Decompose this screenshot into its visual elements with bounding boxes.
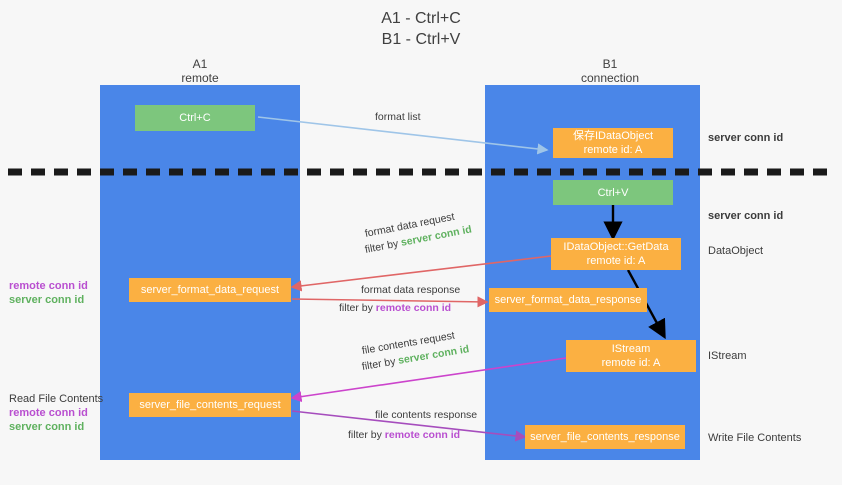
right-note-server-conn-id-1: server conn id: [708, 132, 784, 144]
node-server-file-contents-response-label: server_file_contents_response: [530, 431, 680, 443]
column-a1-name: A1: [192, 57, 208, 71]
node-getdata-line2: remote id: A: [586, 255, 646, 267]
left-note-server-conn-id-2: server conn id: [9, 421, 85, 433]
column-header-b1: B1 connection: [520, 57, 700, 85]
node-ctrl-v-label: Ctrl+V: [597, 186, 629, 199]
left-note-remote-conn-id-2: remote conn id: [9, 407, 88, 419]
column-b1-sub: connection: [580, 71, 640, 85]
node-server-format-data-request-label: server_format_data_request: [140, 284, 280, 296]
node-server-file-contents-response[interactable]: server_file_contents_response: [525, 425, 685, 449]
node-server-file-contents-request-label: server_file_contents_request: [139, 399, 281, 411]
edge-label-format-data-response-filter: filter by remote conn id: [339, 301, 460, 315]
filter-prefix: filter by: [339, 302, 376, 314]
node-ctrl-v[interactable]: Ctrl+V: [553, 180, 673, 205]
diagram-title: A1 - Ctrl+C B1 - Ctrl+V: [0, 8, 842, 50]
node-ctrl-c[interactable]: Ctrl+C: [135, 105, 255, 131]
column-header-a1: A1 remote: [120, 57, 280, 85]
right-note-dataobject: DataObject: [708, 245, 764, 257]
left-note-read-file-contents: Read File Contents: [9, 393, 104, 405]
right-note-istream: IStream: [708, 350, 747, 362]
edge-label-file-contents-request: file contents request filter by server c…: [361, 330, 471, 374]
edge-label-format-list: format list: [375, 110, 421, 124]
filter-value-remote-conn-id: remote conn id: [375, 302, 452, 314]
column-b1-name: B1: [602, 57, 618, 71]
node-getdata-line1: IDataObject::GetData: [563, 241, 669, 253]
right-note-write-file-contents: Write File Contents: [708, 432, 802, 444]
node-ctrl-c-label: Ctrl+C: [179, 112, 211, 124]
right-note-server-conn-id-2: server conn id: [708, 210, 784, 222]
node-server-file-contents-request[interactable]: server_file_contents_request: [129, 393, 291, 417]
filter-value-remote-conn-id: remote conn id: [384, 429, 461, 441]
node-server-format-data-request[interactable]: server_format_data_request: [129, 278, 291, 302]
left-note-server-conn-id-1: server conn id: [9, 294, 85, 306]
edge-label-file-contents-response-text: file contents response: [375, 409, 478, 421]
title-line-2: B1 - Ctrl+V: [381, 31, 461, 48]
node-server-format-data-response-label: server_format_data_response: [494, 294, 642, 306]
edge-label-format-data-request: format data request filter by server con…: [364, 211, 474, 257]
filter-prefix: filter by: [348, 429, 385, 441]
edge-label-format-data-response-text: format data response: [361, 284, 461, 296]
left-note-remote-conn-id-1: remote conn id: [9, 280, 88, 292]
node-save-idataobject-line1: 保存IDataObject: [572, 130, 654, 142]
node-idataobject-getdata[interactable]: IDataObject::GetData remote id: A: [551, 238, 681, 270]
node-istream-line1: IStream: [611, 343, 651, 355]
edge-label-file-contents-response-filter: filter by remote conn id: [348, 428, 477, 442]
node-server-format-data-response[interactable]: server_format_data_response: [489, 288, 647, 312]
node-save-idataobject-line2: remote id: A: [583, 144, 643, 156]
node-istream[interactable]: IStream remote id: A: [566, 340, 696, 372]
left-note-group-1: remote conn id server conn id: [9, 279, 88, 307]
left-note-group-2: Read File Contents remote conn id server…: [9, 392, 103, 434]
column-a1-sub: remote: [181, 71, 219, 85]
title-line-1: A1 - Ctrl+C: [381, 10, 461, 27]
node-istream-line2: remote id: A: [601, 357, 661, 369]
edge-label-format-list-text: format list: [375, 111, 421, 123]
edge-label-format-data-response: format data response filter by remote co…: [339, 283, 461, 315]
edge-label-file-contents-response: file contents response filter by remote …: [348, 408, 478, 442]
node-save-idataobject[interactable]: 保存IDataObject remote id: A: [553, 128, 673, 158]
filter-prefix: filter by: [361, 355, 400, 373]
